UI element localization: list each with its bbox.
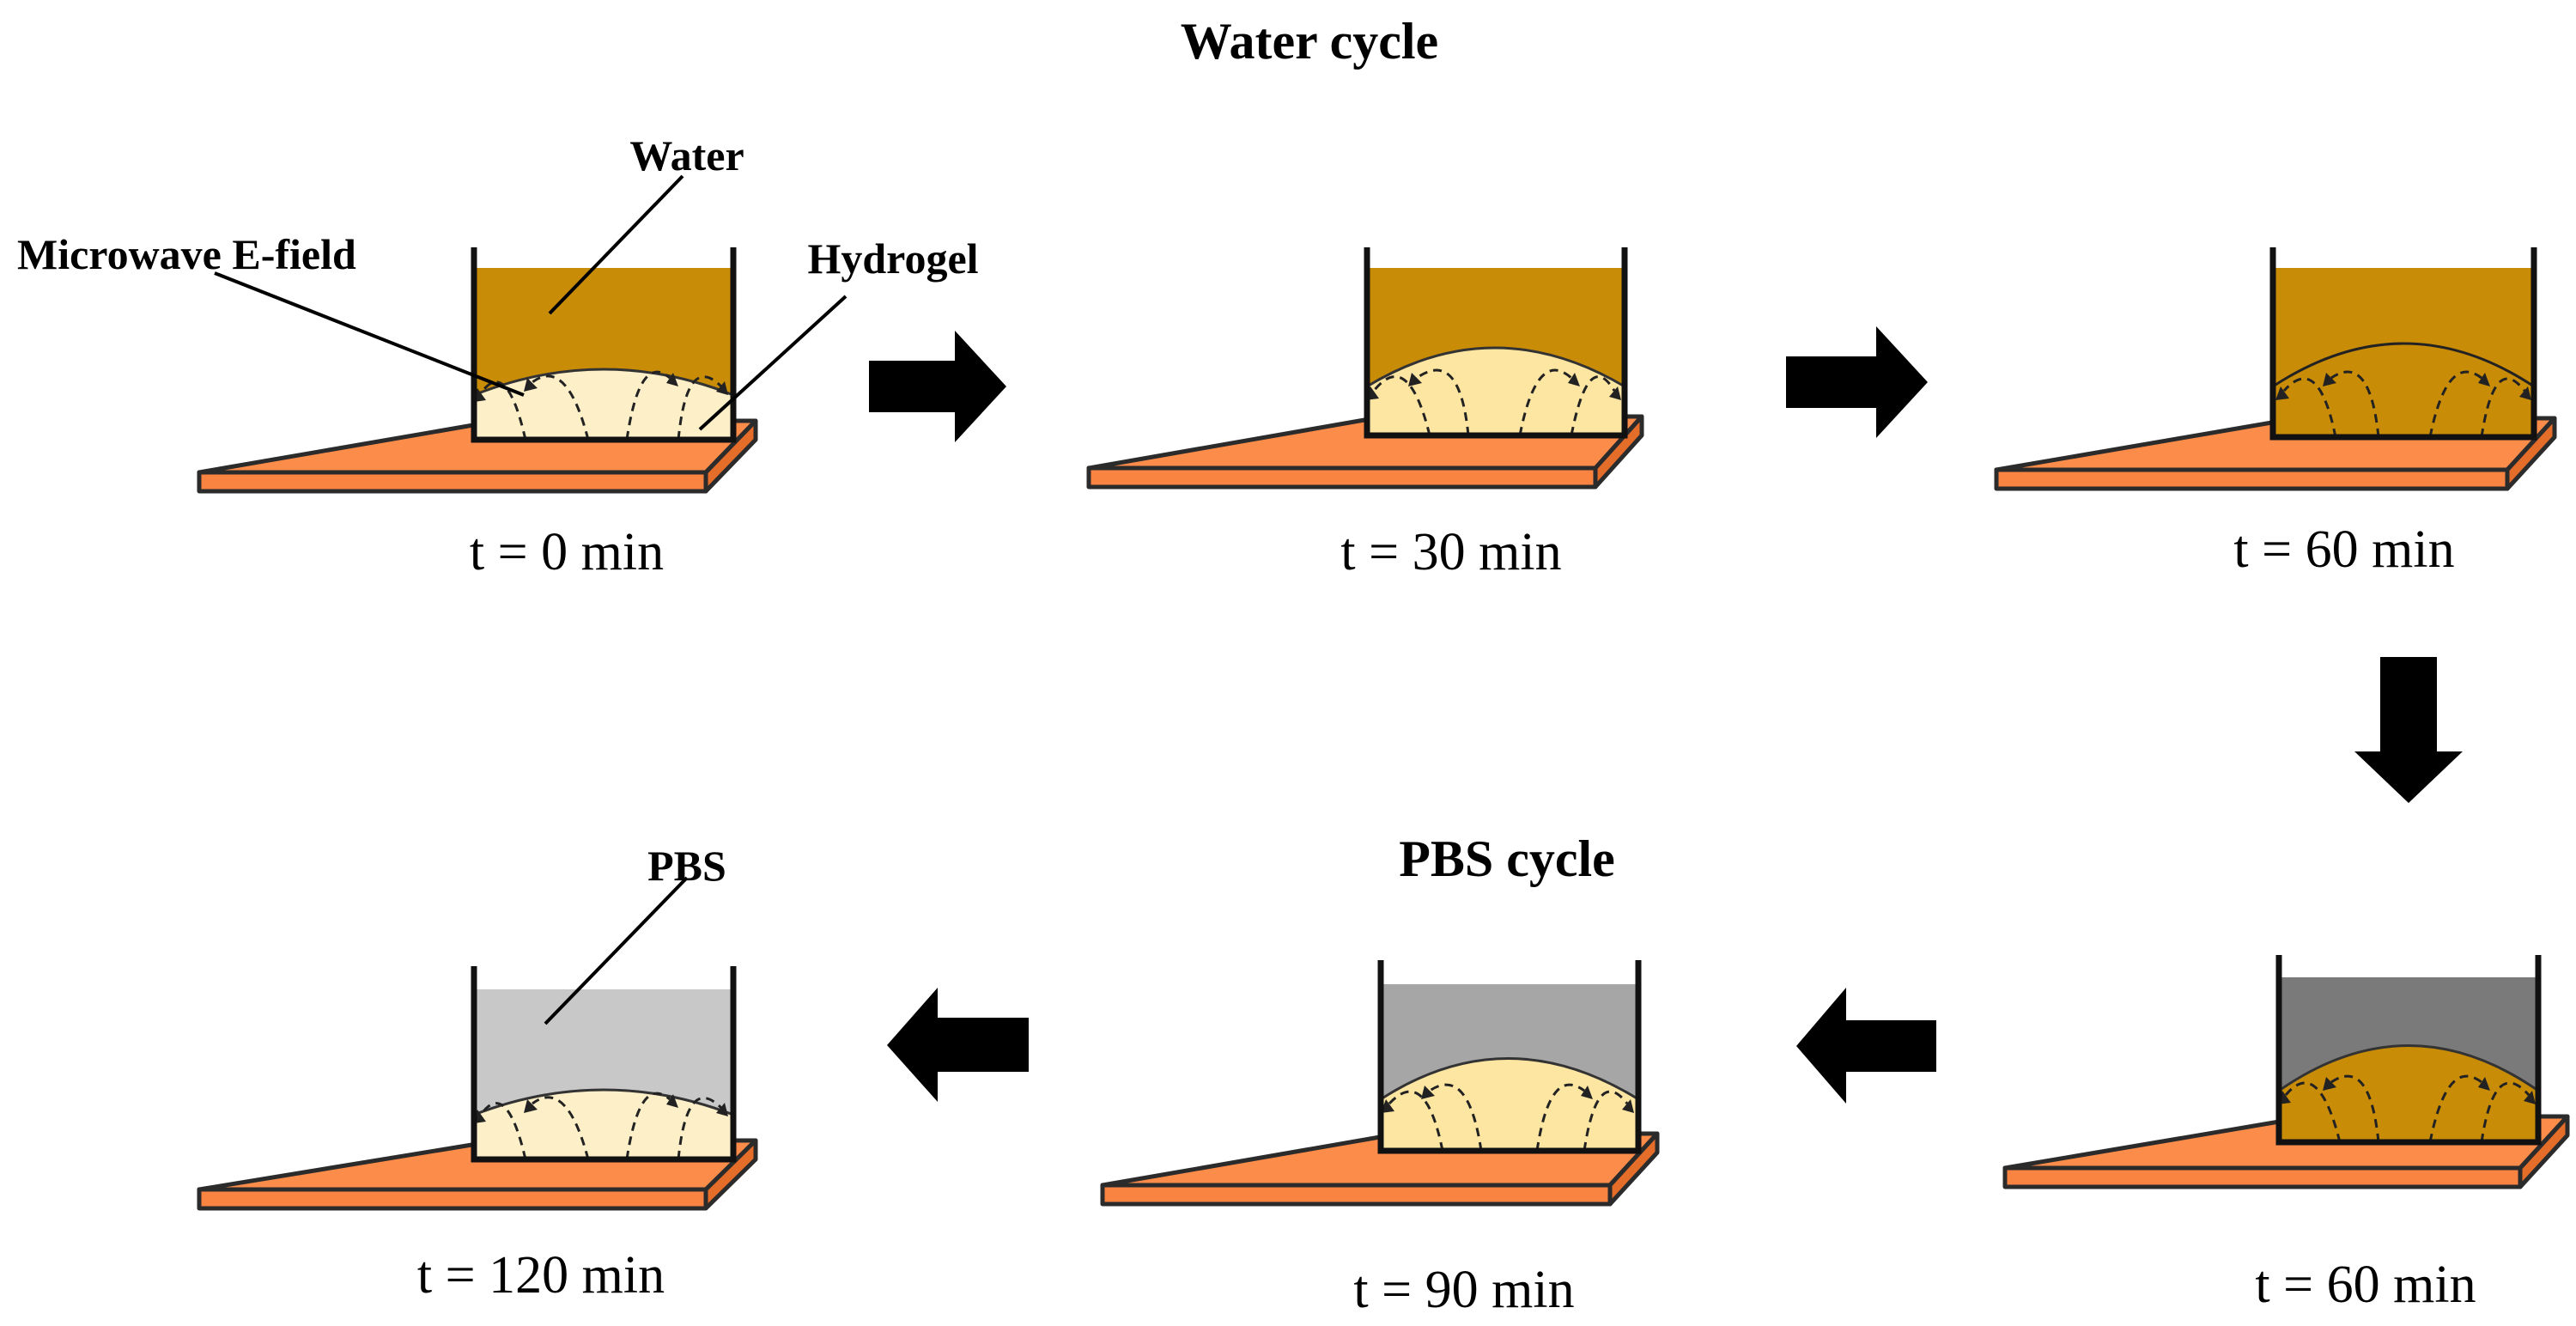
hydrogel-light [1365, 346, 1626, 437]
water-label: Water [629, 131, 744, 179]
microwave-field-lines [2275, 370, 2531, 438]
water-fill [2273, 268, 2534, 437]
hydrogel-leader-line [698, 295, 848, 431]
hydrogel-label: Hydrogel [807, 234, 978, 283]
microwave-field-leader-line [214, 271, 525, 397]
pbs-cycle-title: PBS cycle [1399, 830, 1615, 887]
pbs-leader-line [544, 876, 689, 1025]
microwave-field-lines [1365, 368, 1621, 436]
container-walls [1377, 960, 1642, 1154]
hydrogel-dark [2277, 1044, 2540, 1144]
time-label-t90: t = 90 min [1353, 1261, 1574, 1319]
container-walls [1364, 247, 1628, 439]
hydrogel-outline [2271, 342, 2536, 437]
pbs-label: PBS [647, 842, 726, 890]
container-walls [2269, 247, 2537, 441]
time-label-t30: t = 30 min [1340, 523, 1561, 581]
microwave-field-lines [1381, 1083, 1634, 1152]
arrow-left-icon [1796, 988, 1936, 1104]
microwave-field-lines [2277, 1074, 2536, 1143]
panel-t60-pbs: t = 60 min [2002, 955, 2570, 1314]
arrow-left-icon [887, 988, 1029, 1102]
water-cycle-title: Water cycle [1181, 13, 1438, 70]
container-walls [471, 966, 737, 1163]
microwave-field-lines [474, 1092, 728, 1160]
time-label-t120: t = 120 min [417, 1246, 665, 1305]
panel-t90: t = 90 min [1100, 960, 1660, 1319]
arrow-down-icon [2354, 657, 2463, 803]
panel-t120: PBS t = 120 min [197, 842, 758, 1305]
panel-t30: t = 30 min [1086, 247, 1644, 581]
container-walls [471, 247, 737, 443]
time-label-t60-top: t = 60 min [2233, 520, 2454, 579]
panel-t60-water: t = 60 min [1994, 247, 2557, 579]
arrow-right-icon [1786, 326, 1928, 438]
time-label-t60-bottom: t = 60 min [2255, 1256, 2476, 1314]
time-label-t0: t = 0 min [470, 523, 664, 581]
panel-t0: Water Microwave E-field Hydrogel t = 0 m… [17, 131, 979, 581]
container-walls [2275, 955, 2542, 1146]
arrow-right-icon [869, 331, 1006, 442]
hydrogel-light [1379, 1057, 1640, 1153]
water-leader-line [548, 174, 684, 315]
microwave-field-label: Microwave E-field [17, 230, 356, 278]
